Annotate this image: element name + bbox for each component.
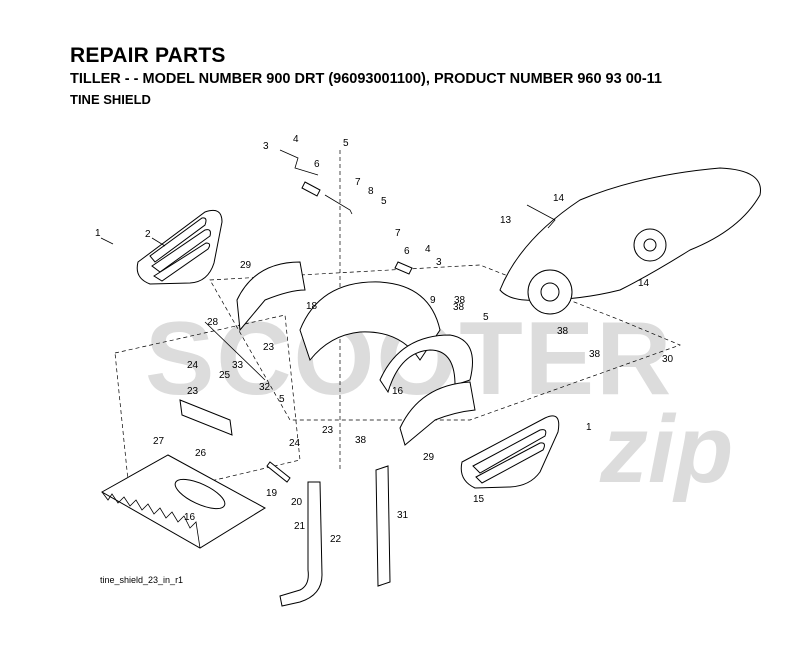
callout-label: 9 [430, 295, 436, 306]
callout-label: 4 [425, 244, 431, 255]
model-subtitle: TILLER - - MODEL NUMBER 900 DRT (9609300… [70, 71, 662, 87]
lever-3 [279, 149, 319, 176]
gear-housing [499, 167, 761, 315]
side-guard-right [460, 415, 560, 489]
side-guard-left [136, 209, 223, 285]
callout-label: 18 [306, 301, 318, 312]
callout-label: 14 [638, 278, 650, 289]
callout-label: 14 [553, 193, 565, 204]
callout-label: 24 [187, 360, 199, 371]
assembly-plane-right [209, 264, 681, 421]
callout-label: 23 [187, 386, 199, 397]
callout-label: 5 [279, 394, 285, 405]
section-title: TINE SHIELD [70, 92, 151, 107]
flap-upper [236, 261, 306, 332]
callout-label: 4 [293, 134, 299, 145]
callout-label: 27 [153, 436, 165, 447]
callout-label: 29 [240, 260, 252, 271]
callout-label: 1 [95, 228, 101, 239]
callout-label: 7 [395, 228, 401, 239]
callout-label: 31 [397, 510, 409, 521]
depth-stake [279, 481, 323, 607]
callout-label: 13 [500, 215, 512, 226]
callout-label: 2 [145, 229, 151, 240]
callout-label: 8 [368, 186, 374, 197]
callout-label: 38 [557, 326, 569, 337]
pin-19 [266, 461, 291, 483]
spring-6 [301, 181, 321, 197]
callout-label: 23 [322, 425, 334, 436]
flap-lower [399, 381, 476, 446]
callout-label: 25 [219, 370, 231, 381]
callout-label: 28 [207, 317, 219, 328]
callout-label: 5 [381, 196, 387, 207]
bar-31 [375, 465, 391, 587]
callout-label: 24 [289, 438, 301, 449]
callout-label: 22 [330, 534, 342, 545]
callout-label: 33 [232, 360, 244, 371]
diagram-caption: tine_shield_23_in_r1 [100, 575, 183, 585]
callout-label: 6 [404, 246, 410, 257]
callout-label: 30 [662, 354, 674, 365]
callouts: 1 2 3 4 5 6 7 8 5 7 6 4 3 13 14 29 18 9 … [95, 134, 674, 545]
callout-label: 38 [355, 435, 367, 446]
callout-label: 3 [436, 257, 442, 268]
tine-shield [299, 281, 473, 394]
callout-label: 16 [392, 386, 404, 397]
callout-label: 15 [473, 494, 485, 505]
callout-label: 21 [294, 521, 306, 532]
callout-label: 29 [423, 452, 435, 463]
bracket-7 [324, 194, 353, 215]
callout-label: 5 [483, 312, 489, 323]
callout-label: 38 [453, 302, 465, 313]
callout-label: 38 [589, 349, 601, 360]
rod-28 [204, 321, 266, 381]
callout-label: 7 [355, 177, 361, 188]
callout-label: 19 [266, 488, 278, 499]
callout-label: 5 [343, 138, 349, 149]
callout-label: 26 [195, 448, 207, 459]
spring-6b [394, 261, 413, 275]
callout-label: 3 [263, 141, 269, 152]
bracket-left [179, 399, 233, 436]
callout-label: 38 [454, 295, 466, 306]
callout-label: 1 [586, 422, 592, 433]
flap-27 [100, 454, 266, 549]
callout-label: 23 [263, 342, 275, 353]
callout-label: 20 [291, 497, 303, 508]
callout-label: 16 [184, 512, 196, 523]
callout-label: 32 [259, 382, 271, 393]
bracket-14 [526, 204, 556, 229]
page-title: REPAIR PARTS [70, 44, 226, 67]
callout-label: 6 [314, 159, 320, 170]
